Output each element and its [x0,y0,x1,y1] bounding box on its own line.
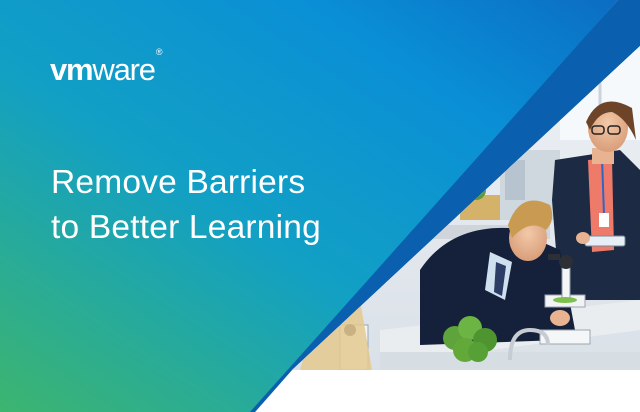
plant [443,316,497,362]
vmware-logo: vmware® [50,47,162,87]
logo-ware-text: ware [92,52,156,87]
registered-mark: ® [155,46,163,57]
accent-band [250,0,640,412]
microscope [539,254,591,345]
gradient-panel [0,0,618,412]
student-figure [420,200,575,345]
headline: Remove Barriers to Better Learning [51,160,321,250]
logo-vm-text: vm [50,52,94,87]
headline-line-1: Remove Barriers [51,164,306,201]
headline-line-2: to Better Learning [51,209,321,246]
classroom-photo [292,46,640,370]
teacher-figure [552,101,640,300]
microscope-secondary [300,300,372,370]
